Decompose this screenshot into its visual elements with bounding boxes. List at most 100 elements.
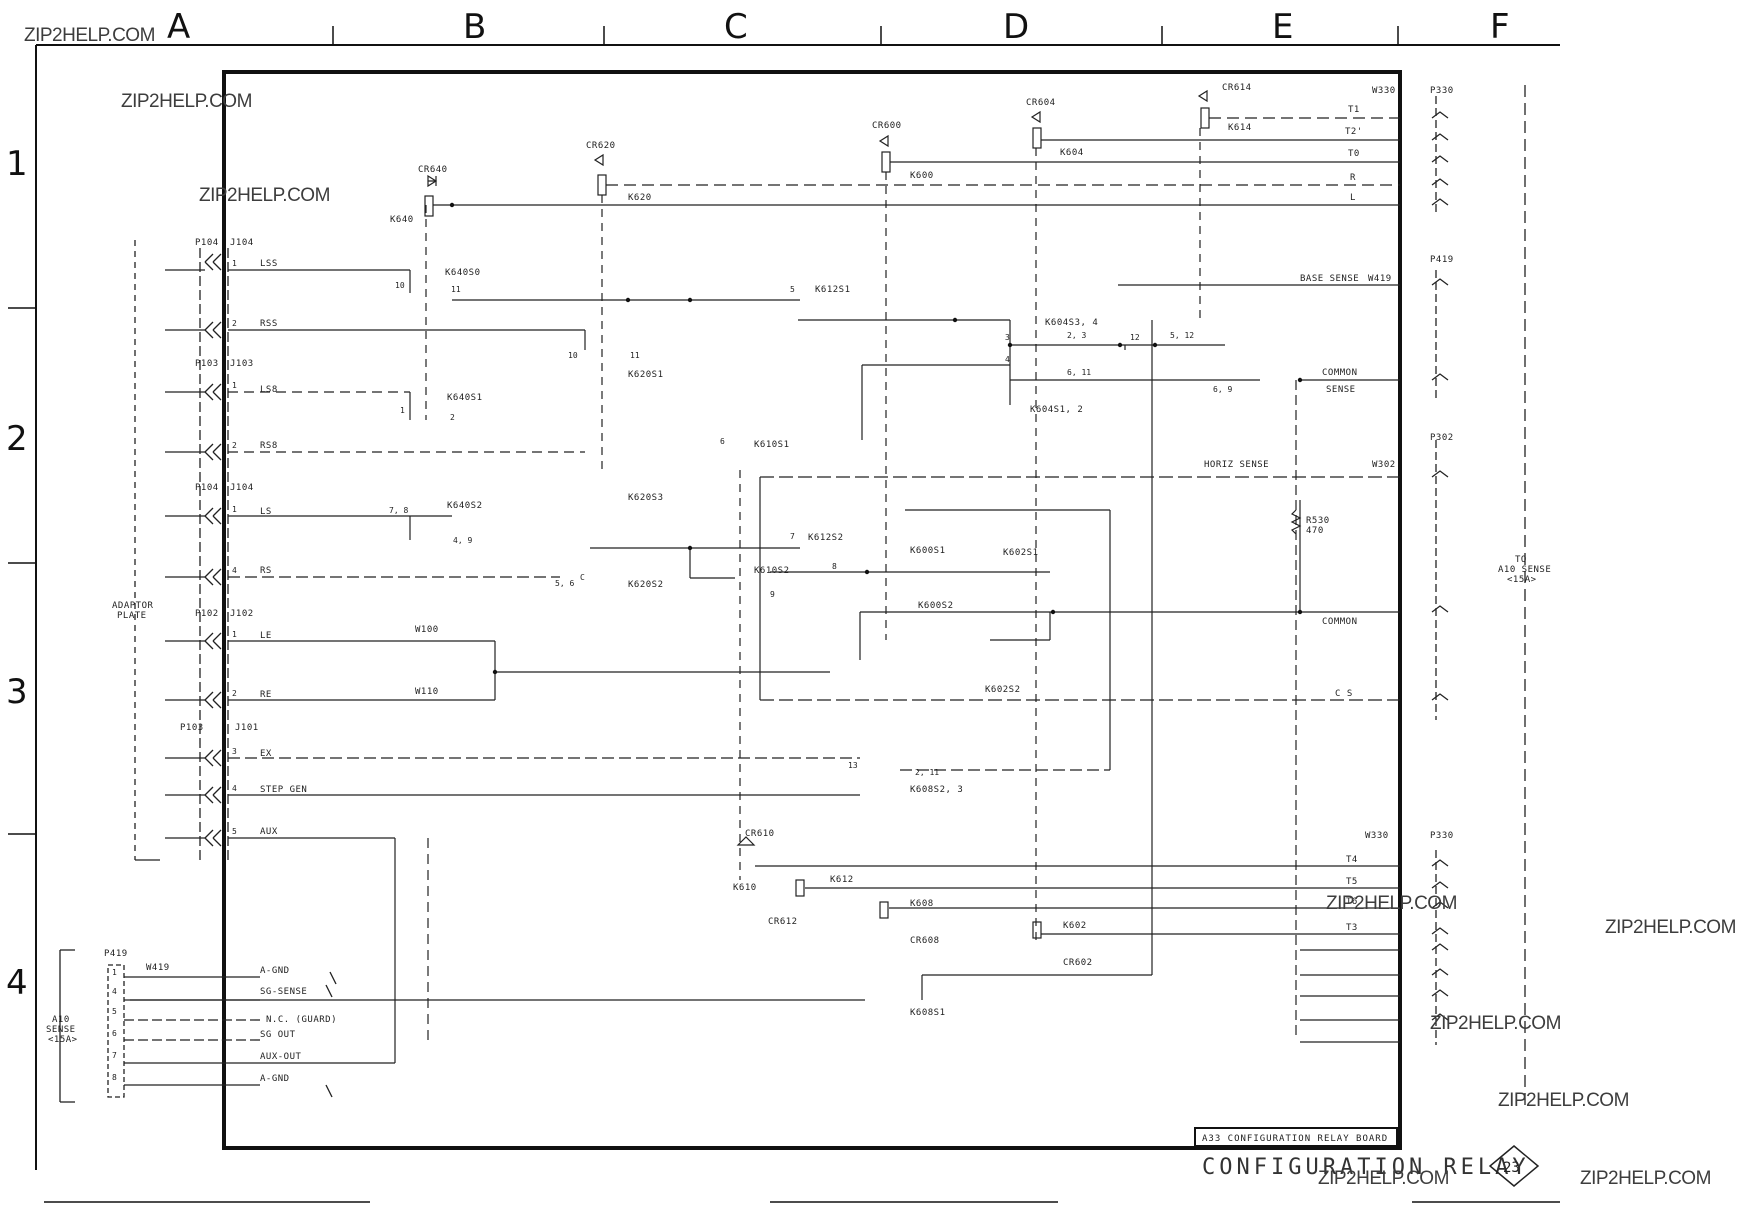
label-sg-sense: SG-SENSE [260, 987, 307, 997]
node-label: 2 [450, 413, 455, 422]
label-w302: W302 [1372, 460, 1396, 470]
signal-re: RE [260, 690, 272, 700]
junction-dots [221, 202, 1303, 1043]
signal-lss: LSS [260, 259, 278, 269]
label-p330-bot: P330 [1430, 831, 1454, 841]
node-label: 10 [568, 351, 578, 360]
grid-row-4: 4 [6, 963, 28, 1003]
label-k608: K608 [910, 899, 934, 909]
label-w330-bot: W330 [1365, 831, 1389, 841]
title-big: CONFIGURATION RELAY [1202, 1155, 1530, 1180]
label-to-a10-3: <15A> [1507, 575, 1537, 585]
p104-mid-label: P104 [195, 483, 219, 493]
signal-rss: RSS [260, 319, 278, 329]
label-r: R [1350, 173, 1356, 183]
p103-low-label: P103 [180, 723, 204, 733]
sheet-number-diamond [1488, 1145, 1540, 1187]
node-label: 12 [1130, 333, 1140, 342]
grid-col-b: B [463, 7, 486, 47]
label-cr604: CR604 [1026, 98, 1056, 108]
grid-row-1: 1 [6, 144, 28, 184]
label-to-a10-1: TO [1515, 555, 1527, 565]
label-cr640: CR640 [418, 165, 448, 175]
label-l: L [1350, 193, 1356, 203]
grid-col-a: A [167, 7, 190, 47]
left-signal-labels: LSS RSS LS8 RS8 LS RS LE RE EX STEP GEN … [260, 259, 307, 837]
pin-label: 6 [112, 1029, 117, 1038]
pin-label: 4 [232, 566, 237, 575]
p102-label: P102 [195, 609, 219, 619]
label-a10-sense-2: SENSE [46, 1025, 76, 1035]
label-r530: R530 [1306, 516, 1330, 526]
adapter-plate-label-2: PLATE [117, 611, 147, 621]
label-k600: K600 [910, 171, 934, 181]
node-label: 5, 12 [1170, 331, 1194, 340]
label-w419: W419 [1368, 274, 1392, 284]
node-label: 2, 3 [1067, 331, 1086, 340]
node-label: C [580, 573, 585, 582]
label-t3: T3 [1346, 923, 1358, 933]
label-k610s1: K610S1 [754, 440, 790, 450]
label-k620s1: K620S1 [628, 370, 664, 380]
label-t6: T6 [1346, 897, 1358, 907]
label-sg-out: SG OUT [260, 1030, 296, 1040]
label-k604: K604 [1060, 148, 1084, 158]
watermark: ZIP2HELP.COM [1580, 1168, 1711, 1189]
label-k620s2: K620S2 [628, 580, 664, 590]
label-k608s1: K608S1 [910, 1008, 946, 1018]
node-label: 6, 9 [1213, 385, 1232, 394]
label-k640s0: K640S0 [445, 268, 481, 278]
signal-rs: RS [260, 566, 272, 576]
label-k600s2: K600S2 [918, 601, 954, 611]
watermark: ZIP2HELP.COM [121, 91, 252, 112]
label-k640s2: K640S2 [447, 501, 483, 511]
pin-label: 1 [232, 630, 237, 639]
node-label: 5 [790, 285, 795, 294]
label-cr602: CR602 [1063, 958, 1093, 968]
signal-aux: AUX [260, 827, 278, 837]
pin-label: 4 [232, 784, 237, 793]
p103-label: P103 [195, 359, 219, 369]
node-label: 10 [395, 281, 405, 290]
grid-row-3: 3 [6, 672, 28, 712]
grid-col-e: E [1272, 7, 1293, 47]
signal-le: LE [260, 631, 272, 641]
label-k620: K620 [628, 193, 652, 203]
pin-label: 1 [232, 381, 237, 390]
label-base-sense: BASE SENSE [1300, 274, 1359, 284]
watermark: ZIP2HELP.COM [1326, 893, 1457, 914]
watermark: ZIP2HELP.COM [199, 185, 330, 206]
label-k604s12: K604S1, 2 [1030, 405, 1083, 415]
label-w330-top: W330 [1372, 86, 1396, 96]
node-label: 11 [630, 351, 640, 360]
label-t5: T5 [1346, 877, 1358, 887]
label-c-s: C S [1335, 689, 1353, 699]
right-connectors [1431, 85, 1526, 1110]
left-connector-labels: ADAPTOR PLATE P104 J104 P103 J103 P104 J… [112, 238, 258, 733]
grid-column-labels: A B C D E F [167, 7, 1510, 47]
pin-label: 2 [232, 319, 237, 328]
board-outline [222, 70, 1402, 1150]
label-k610: K610 [733, 883, 757, 893]
label-k640: K640 [390, 215, 414, 225]
label-w419-bottom: W419 [146, 963, 170, 973]
label-common-sense-1: COMMON [1322, 368, 1358, 378]
label-w100: W100 [415, 625, 439, 635]
label-t0: T0 [1348, 149, 1360, 159]
grid-row-2: 2 [6, 419, 28, 459]
watermark: ZIP2HELP.COM [1605, 917, 1736, 938]
title-block: A33 CONFIGURATION RELAY BOARD CONFIGURAT… [1194, 1127, 1540, 1187]
label-k602: K602 [1063, 921, 1087, 931]
label-k620s3: K620S3 [628, 493, 664, 503]
label-cr600: CR600 [872, 121, 902, 131]
label-aux-out: AUX-OUT [260, 1052, 302, 1062]
watermark: ZIP2HELP.COM [1318, 1168, 1449, 1189]
label-t2: T2' [1345, 127, 1363, 137]
zone-frame [8, 26, 1560, 1203]
node-label: 5, 6 [555, 579, 574, 588]
pin-label: 2 [232, 689, 237, 698]
signal-ex: EX [260, 749, 272, 759]
label-horiz-sense: HORIZ SENSE [1204, 460, 1269, 470]
label-common: COMMON [1322, 617, 1358, 627]
